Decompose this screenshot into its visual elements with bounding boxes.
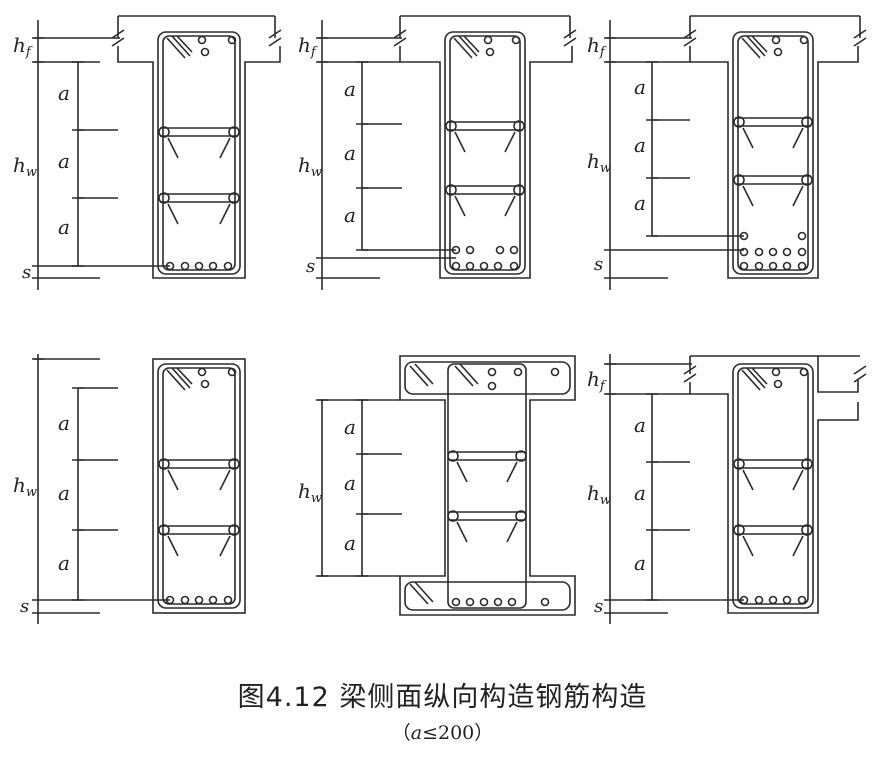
- label-s-6: s: [594, 596, 603, 617]
- note-prefix: （: [391, 722, 411, 744]
- label-hw-5: hw: [298, 479, 322, 506]
- label-a-2c: a: [344, 203, 356, 227]
- label-s-1: s: [22, 262, 31, 283]
- label-a-3c: a: [634, 191, 646, 215]
- label-s-2: s: [306, 256, 315, 277]
- note-variable: a: [410, 722, 423, 744]
- label-a-3b: a: [634, 133, 646, 157]
- panel-l-beam: [604, 354, 867, 624]
- label-a-2a: a: [344, 77, 356, 101]
- panel-t-beam-1: [32, 15, 282, 290]
- label-a-3a: a: [634, 75, 646, 99]
- label-a-1c: a: [58, 215, 70, 239]
- label-a-4b: a: [58, 481, 70, 505]
- panel-t-beam-2: [316, 15, 577, 290]
- label-a-4a: a: [58, 411, 70, 435]
- label-hf-3: hf: [587, 33, 607, 60]
- label-a-6a: a: [634, 413, 646, 437]
- label-s-4: s: [20, 596, 29, 617]
- label-a-4c: a: [58, 551, 70, 575]
- label-hw-3: hw: [587, 149, 611, 176]
- label-hf-6: hf: [587, 367, 607, 394]
- label-hw-6: hw: [587, 481, 611, 508]
- label-hf-1: hf: [13, 33, 33, 60]
- label-a-5b: a: [344, 471, 356, 495]
- label-a-1a: a: [58, 81, 70, 105]
- panel-rectangular-beam: [32, 354, 246, 624]
- label-hw-2: hw: [298, 153, 322, 180]
- label-hw-1: hw: [13, 153, 37, 180]
- panel-i-beam: [316, 355, 576, 616]
- label-a-1b: a: [58, 149, 70, 173]
- label-a-6b: a: [634, 481, 646, 505]
- figure-note: （a≤200）: [0, 718, 885, 745]
- label-a-5c: a: [344, 531, 356, 555]
- label-hf-2: hf: [298, 33, 318, 60]
- panel-t-beam-3: [604, 15, 867, 290]
- label-a-2b: a: [344, 141, 356, 165]
- label-a-6c: a: [634, 551, 646, 575]
- label-s-3: s: [594, 254, 603, 275]
- label-hw-4: hw: [13, 473, 37, 500]
- figure-title: 图4.12 梁侧面纵向构造钢筋构造: [237, 682, 648, 713]
- note-constraint: ≤200）: [422, 722, 494, 744]
- label-a-5a: a: [344, 415, 356, 439]
